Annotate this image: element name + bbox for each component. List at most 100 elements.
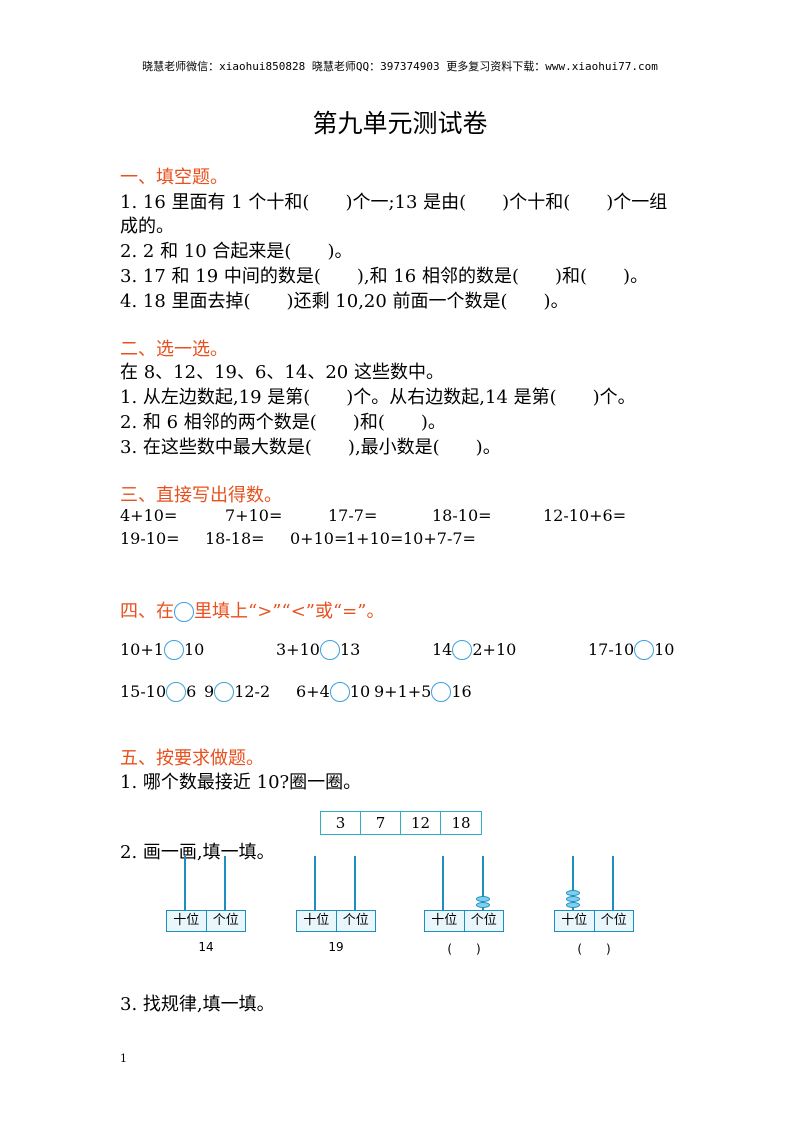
tens-rod [442,856,444,910]
s1-question-3: 3. 17 和 19 中间的数是( ),和 16 相邻的数是( )和( )。 [120,266,649,287]
compare-right: 6 [186,682,197,701]
tens-label: 十位 [555,911,595,931]
calc-item: 17-7= [328,506,378,525]
answer-circle[interactable] [634,640,655,660]
compare-item: 17-10 10 [588,640,674,660]
compare-right: 10 [654,640,675,659]
ones-label: 个位 [600,913,627,928]
tens-rod [184,856,186,910]
abacus-caption: 14 [198,940,214,954]
s2-intro: 在 8、12、19、6、14、20 这些数中。 [120,362,444,383]
abacus: 十位 个位 [424,856,504,934]
compare-item: 14 2+10 [432,640,516,660]
bead-icon [566,902,580,908]
abacus-base: 十位 个位 [166,910,246,932]
s2-question-3: 3. 在这些数中最大数是( ),最小数是( )。 [120,437,501,458]
compare-left: 14 [432,640,453,659]
tens-rod [572,856,574,910]
compare-right: 2+10 [472,640,517,659]
tens-rod [314,856,316,910]
answer-circle[interactable] [329,682,350,702]
abacus: 十位 个位 [554,856,634,934]
s4-heading-post: 里填上“>”“<”或“=”。 [194,601,385,622]
tens-label: 十位 [425,911,465,931]
compare-right: 12-2 [234,682,271,701]
compare-item: 3+10 13 [276,640,360,660]
tens-label: 十位 [167,911,207,931]
calc-item: 4+10= [120,506,178,525]
s2-question-2: 2. 和 6 相邻的两个数是( )和( )。 [120,412,446,433]
s1-question-4: 4. 18 里面去掉( )还剩 10,20 前面一个数是( )。 [120,291,569,312]
calc-item: 18-18= [205,529,265,548]
number-choices: 3 7 12 18 [320,811,482,835]
s1-question-1-cont: 成的。 [120,216,174,237]
compare-right: 10 [183,640,205,659]
ones-rod [224,856,226,910]
answer-circle[interactable] [214,682,235,702]
section-1-heading: 一、填空题。 [120,167,228,188]
compare-right: 10 [349,682,371,701]
ones-label: 个位 [212,913,239,928]
abacus-caption: ( ) [447,942,481,956]
compare-left: 3+10 [276,640,320,659]
s5-question-2: 2. 画一画,填一填。 [120,842,275,863]
section-5-heading: 五、按要求做题。 [120,748,264,769]
s2-question-1: 1. 从左边数起,19 是第( )个。从右边数起,14 是第( )个。 [120,387,636,408]
compare-right: 13 [339,640,361,659]
compare-left: 15-10 [120,682,167,701]
compare-item: 6+4 10 [296,682,370,702]
bead-icon [476,902,490,908]
calc-item: 12-10+6= [543,506,627,525]
number-choice[interactable]: 7 [361,812,401,834]
calc-item: 0+10= [290,529,348,548]
section-4-heading: 四、在里填上“>”“<”或“=”。 [120,597,384,623]
blank-circle-icon [174,602,194,622]
calc-item: 10+7-7= [403,529,476,548]
calc-item: 7+10= [225,506,283,525]
answer-circle[interactable] [431,682,452,702]
calc-item: 18-10= [432,506,492,525]
abacus-caption: 19 [328,940,344,954]
page-number: 1 [120,1052,127,1065]
abacus-base: 十位 个位 [554,910,634,932]
compare-item: 9+1+5 16 [374,682,472,702]
ones-rod [482,856,484,910]
page-title: 第九单元测试卷 [312,109,488,138]
abacus: 十位 个位 [296,856,376,934]
number-choice[interactable]: 3 [321,812,361,834]
answer-circle[interactable] [319,640,340,660]
header-note: 晓慧老师微信：xiaohui850828 晓慧老师QQ：397374903 更多… [142,60,658,73]
calc-item: 1+10= [346,529,404,548]
compare-right: 16 [451,682,472,701]
compare-item: 10+1 10 [120,640,204,660]
compare-left: 9 [204,682,215,701]
s4-heading-pre: 四、在 [120,601,174,622]
abacus: 十位 个位 [166,856,246,934]
abacus-caption: ( ) [577,942,611,956]
number-choice[interactable]: 18 [451,814,471,832]
ones-rod [354,856,356,910]
s1-question-2: 2. 2 和 10 合起来是( )。 [120,241,353,262]
compare-item: 9 12-2 [204,682,270,702]
number-choice[interactable]: 12 [401,812,441,834]
ones-rod [612,856,614,910]
answer-circle[interactable] [166,682,187,702]
section-2-heading: 二、选一选。 [120,339,228,360]
compare-left: 6+4 [296,682,330,701]
answer-circle[interactable] [452,640,473,660]
s5-question-3: 3. 找规律,填一填。 [120,994,275,1015]
compare-item: 15-10 6 [120,682,196,702]
s1-question-1: 1. 16 里面有 1 个十和( )个一;13 是由( )个十和( )个一组 [120,192,668,213]
answer-circle[interactable] [163,640,184,660]
abacus-base: 十位 个位 [296,910,376,932]
section-3-heading: 三、直接写出得数。 [120,485,282,506]
tens-label: 十位 [297,911,337,931]
ones-label: 个位 [470,913,497,928]
calc-item: 19-10= [120,529,180,548]
s5-question-1: 1. 哪个数最接近 10?圈一圈。 [120,772,362,793]
ones-label: 个位 [342,913,369,928]
compare-left: 10+1 [120,640,164,659]
abacus-base: 十位 个位 [424,910,504,932]
compare-left: 17-10 [588,640,635,659]
compare-left: 9+1+5 [374,682,432,701]
